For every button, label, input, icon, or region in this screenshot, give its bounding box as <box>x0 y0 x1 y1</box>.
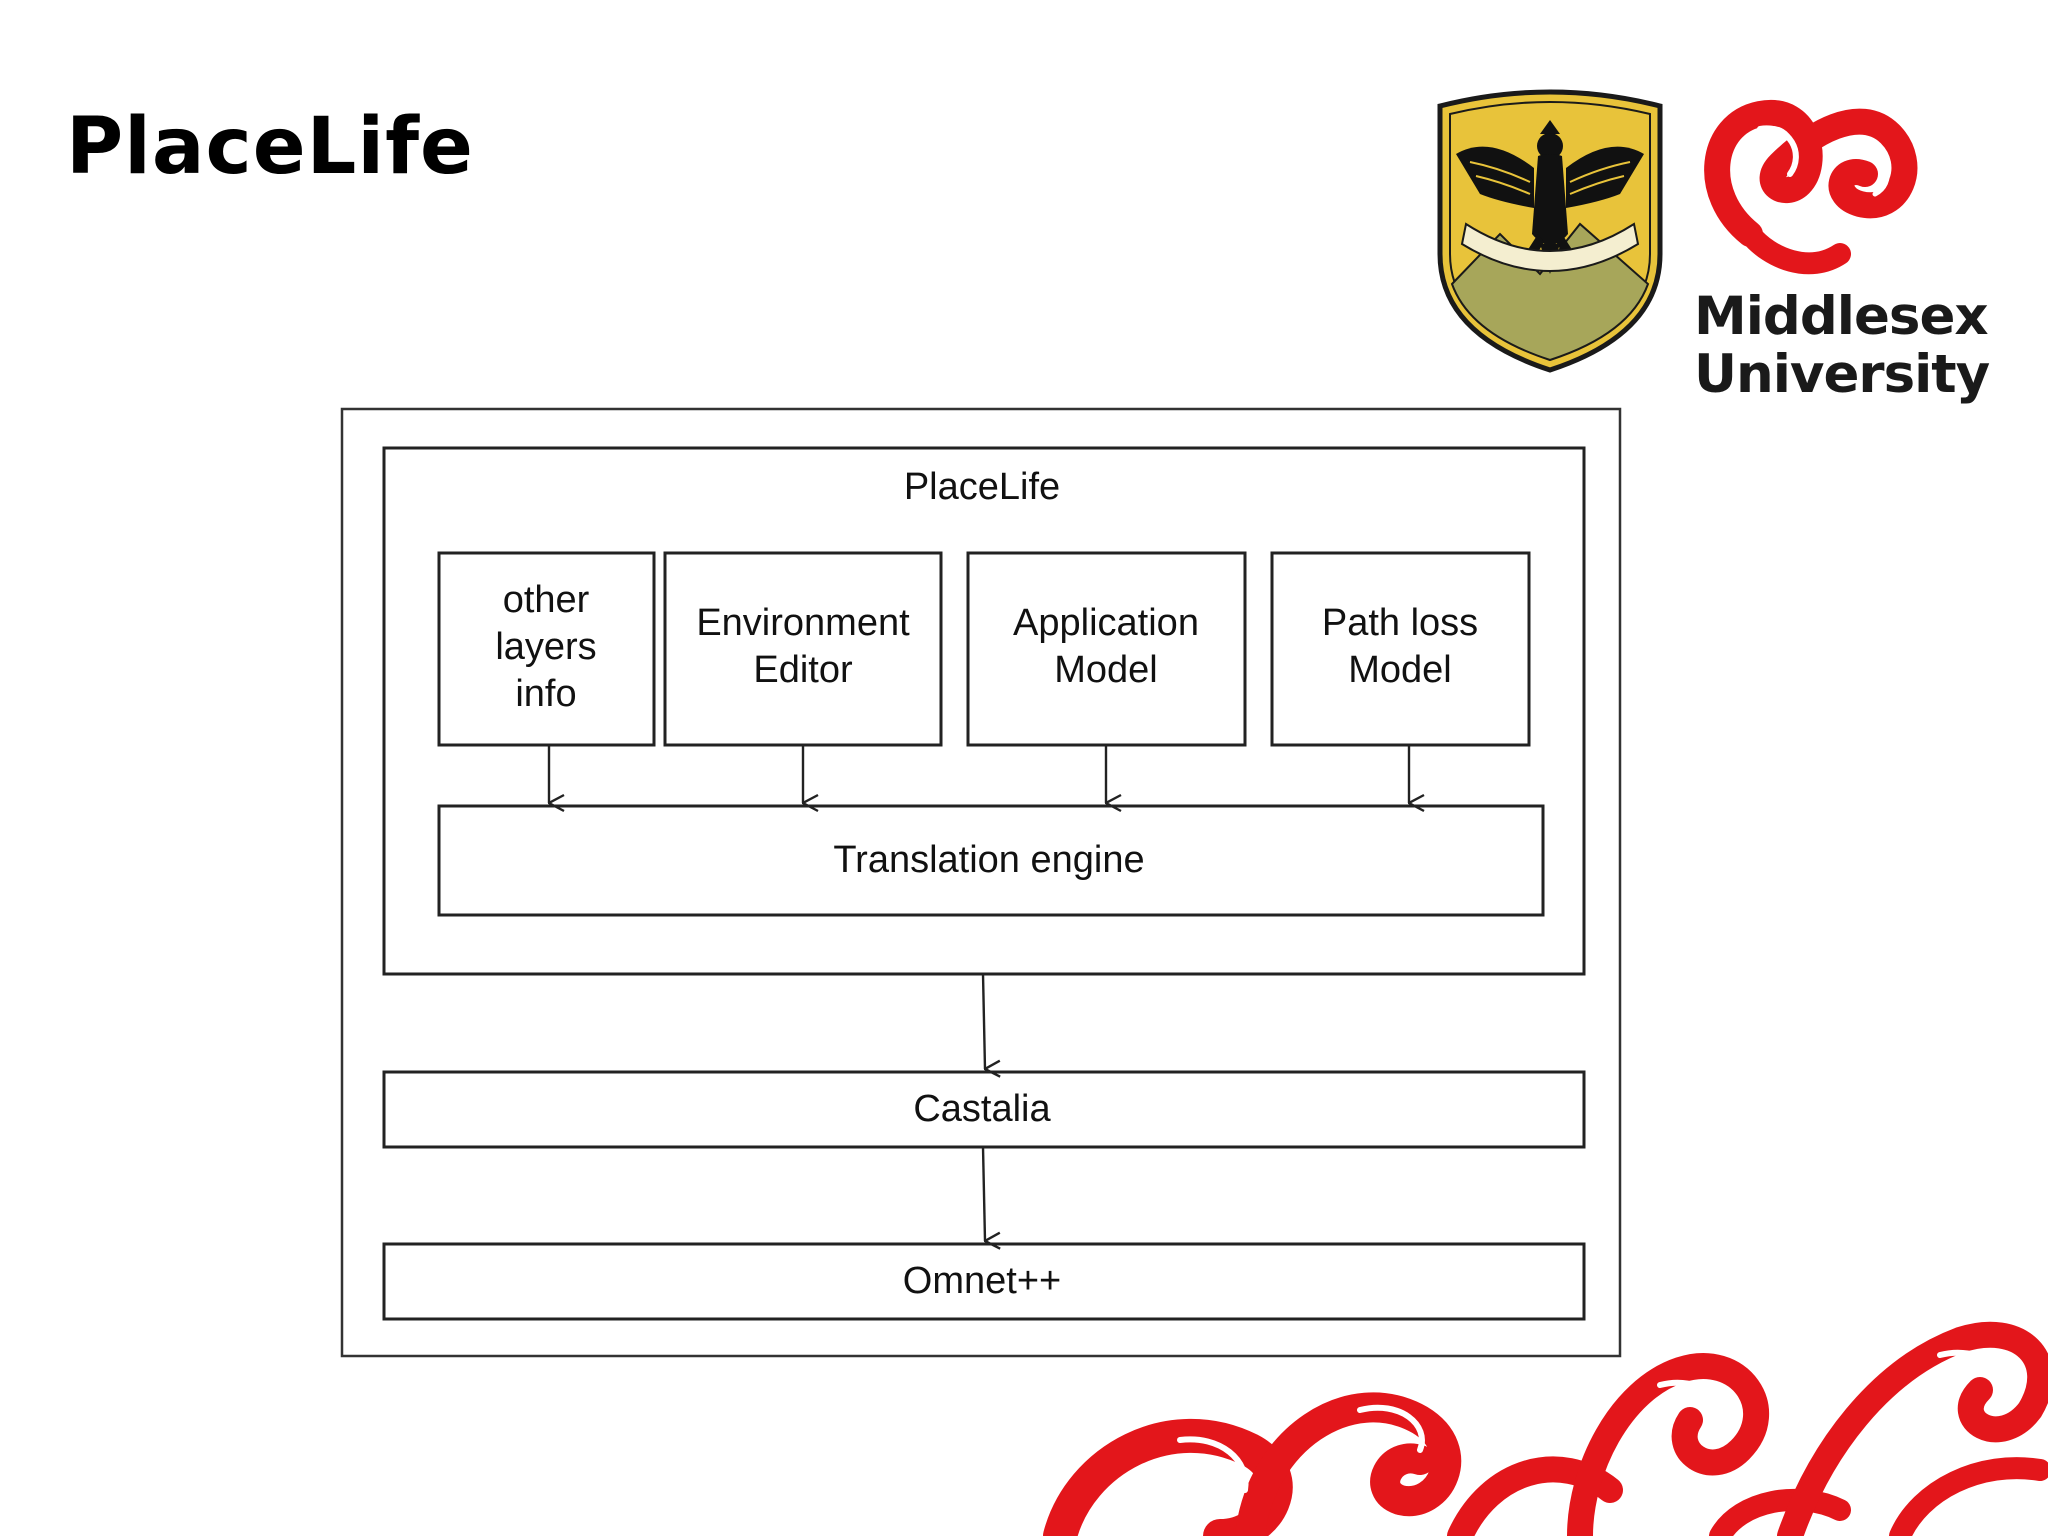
environment-editor-line2: Editor <box>753 649 853 691</box>
diagram-frame <box>340 407 1622 1358</box>
path-loss-model-line1: Path loss <box>1322 602 1478 644</box>
other-layers-info-box <box>437 551 656 747</box>
application-model-line2: Model <box>1054 649 1158 691</box>
middlesex-wordmark-line1: Middlesex <box>1694 286 1989 347</box>
placelife-container-label: PlaceLife <box>904 466 1060 508</box>
middlesex-logo-mark <box>1704 99 1918 275</box>
omnet-box <box>382 1242 1586 1321</box>
arrow-placelife-to-castalia <box>981 973 985 1069</box>
other-layers-info-label: other layers info <box>495 579 596 715</box>
path-loss-model-line2: Model <box>1348 649 1452 691</box>
decorative-red-swirl <box>1043 1321 2048 1536</box>
path-loss-model-box <box>1270 551 1531 747</box>
other-layers-info-line3: info <box>515 673 576 715</box>
other-layers-info-line1: other <box>503 579 590 621</box>
translation-engine-label: Translation engine <box>833 839 1144 881</box>
crest-ribbon <box>1460 222 1640 272</box>
arrow-castalia-to-omnet <box>981 1146 985 1241</box>
other-layers-info-line2: layers <box>495 626 596 668</box>
translation-engine-box <box>437 804 1545 917</box>
slide-title: PlaceLife <box>66 102 474 192</box>
university-crest-logo <box>1437 89 1663 373</box>
omnet-label: Omnet++ <box>903 1260 1061 1302</box>
application-model-line1: Application <box>1013 602 1199 644</box>
environment-editor-line1: Environment <box>696 602 910 644</box>
middlesex-wordmark: Middlesex University <box>1694 286 1990 405</box>
middlesex-wordmark-line2: University <box>1694 344 1990 405</box>
castalia-label: Castalia <box>913 1088 1051 1130</box>
